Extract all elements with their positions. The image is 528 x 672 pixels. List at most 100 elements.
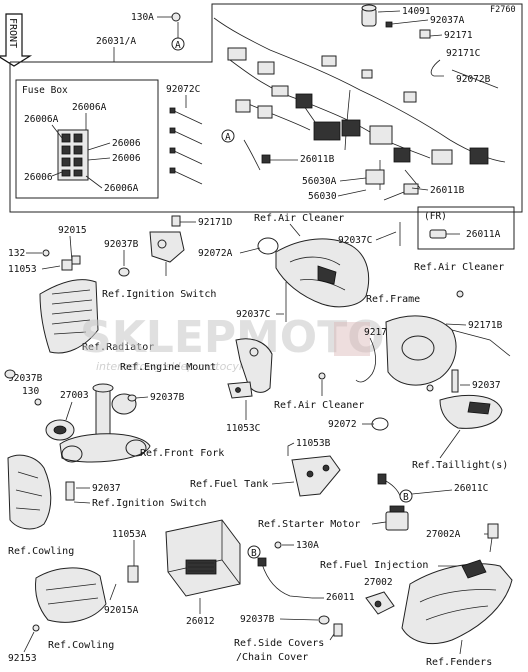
label-27002: 27002 [364, 577, 393, 588]
callout-A-harness-label: A [225, 132, 231, 143]
bolt-132 [42, 249, 50, 257]
ref-frame: Ref.Frame [366, 294, 420, 305]
label-92037-a: 92037 [472, 380, 501, 391]
cowling-upper [7, 454, 52, 530]
callout-B-ecu-label: B [251, 548, 257, 559]
fr-box-title: (FR) [424, 211, 447, 222]
label-26011C: 26011C [454, 483, 488, 494]
bolt-air-cleaner [318, 372, 326, 380]
cable-ties-92072C [169, 107, 203, 185]
label-92015A: 92015A [104, 605, 139, 616]
label-92037B-c: 92037B [150, 392, 185, 403]
air-cleaner-housing [275, 238, 370, 308]
fuse-part-3: 26006 [112, 138, 141, 149]
ref-side-covers-1: Ref.Side Covers [234, 638, 324, 649]
watermark-tagline: internetowy sklep motocyklowy [96, 360, 271, 373]
bracket-11053B [291, 455, 341, 497]
cowling-lower [35, 567, 107, 623]
cable-tie-92072B [451, 69, 499, 89]
fuse-block [57, 129, 89, 181]
fuse-leaders [51, 113, 111, 189]
ref-fuel-injection: Ref.Fuel Injection [320, 560, 428, 571]
watermark-brand-left: SKLEP [80, 312, 236, 363]
screw-92153 [32, 624, 40, 632]
bolt-frame [456, 290, 464, 298]
label-92037-b: 92037 [92, 483, 121, 494]
ref-front-fork: Ref.Front Fork [140, 448, 224, 459]
grommet-92037B-a [118, 267, 130, 277]
bracket-11053A [127, 565, 139, 583]
label-130A-bot: 130A [296, 540, 319, 551]
label-92037B-b: 92037B [8, 373, 43, 384]
ref-cowling-1: Ref.Cowling [8, 546, 74, 557]
bolt-130A-top [171, 12, 181, 22]
ref-ignition-switch-2: Ref.Ignition Switch [92, 498, 206, 509]
ref-air-cleaner-3: Ref.Air Cleaner [274, 400, 364, 411]
label-11053C: 11053C [226, 423, 260, 434]
label-56030: 56030 [308, 191, 337, 202]
label-27002A: 27002A [426, 529, 461, 540]
grommet-92037B-b [4, 369, 16, 379]
ref-taillight: Ref.Taillight(s) [412, 460, 508, 471]
front-label: FRONT [7, 18, 18, 48]
ref-radiator: Ref.Radiator [82, 342, 154, 353]
label-92171C: 92171C [446, 48, 480, 59]
label-92171A: 92171A [364, 327, 399, 338]
relay-14091 [361, 4, 377, 27]
bolt-130A-bot [274, 541, 282, 549]
label-92171B: 92171B [468, 320, 503, 331]
label-56030A: 56030A [302, 176, 337, 187]
label-11053B: 11053B [296, 438, 331, 449]
label-130A-top: 130A [131, 12, 154, 23]
label-92072B: 92072B [456, 74, 491, 85]
label-92037C-b: 92037C [236, 309, 270, 320]
label-92072A: 92072A [198, 248, 233, 259]
fuse-box-title: Fuse Box [22, 85, 68, 96]
label-130: 130 [22, 386, 39, 397]
main-wiring-harness [213, 17, 506, 195]
fuse-box-frame [15, 79, 159, 199]
label-26012: 26012 [186, 616, 215, 627]
fr-box-part: 26011A [466, 229, 501, 240]
rear-fender [401, 559, 513, 644]
ecu-26012 [165, 519, 241, 597]
label-92072: 92072 [328, 419, 357, 430]
fuse-part-5: 26006 [24, 172, 53, 183]
label-26011B-b: 26011B [430, 185, 465, 196]
grommet-92037B-c [127, 394, 137, 402]
bracket-11053 [61, 259, 73, 271]
ref-starter-motor: Ref.Starter Motor [258, 519, 360, 530]
label-92037B-d: 92037B [240, 614, 275, 625]
grommet-92037B-d [318, 615, 330, 625]
label-92072C: 92072C [166, 84, 200, 95]
bolt-130 [34, 398, 42, 406]
switch-27002A [487, 523, 499, 539]
front-arrow-icon [0, 13, 33, 67]
connector-26011C [377, 473, 387, 485]
frame-section [385, 315, 511, 386]
label-92037A: 92037A [430, 15, 465, 26]
callout-B-ecu [247, 545, 261, 559]
harness-26011 [257, 557, 313, 599]
clamp-92171C [430, 59, 444, 77]
tie-92037-b [65, 481, 75, 501]
clamp-92171A [355, 337, 376, 383]
ref-cowling-2: Ref.Cowling [48, 640, 114, 651]
ref-engine-mount: Ref.Engine Mount [120, 362, 216, 373]
front-arrow-marker: FRONT [0, 13, 33, 67]
radiator-shroud [39, 279, 99, 354]
clamp-92072A [257, 237, 279, 255]
fuse-part-6: 26006A [104, 183, 139, 194]
clamp-92072 [371, 417, 389, 431]
starter-relay [385, 505, 409, 531]
figure-code: F2760 [490, 5, 516, 15]
fr-box-frame [417, 206, 515, 250]
watermark-logo-box [334, 322, 370, 356]
ref-side-covers-2: /Chain Cover [236, 652, 308, 663]
label-27003: 27003 [60, 390, 89, 401]
label-92037B-a: 92037B [104, 239, 139, 250]
fuse-part-1: 26006A [72, 102, 107, 113]
ref-ignition-switch-1: Ref.Ignition Switch [102, 289, 216, 300]
